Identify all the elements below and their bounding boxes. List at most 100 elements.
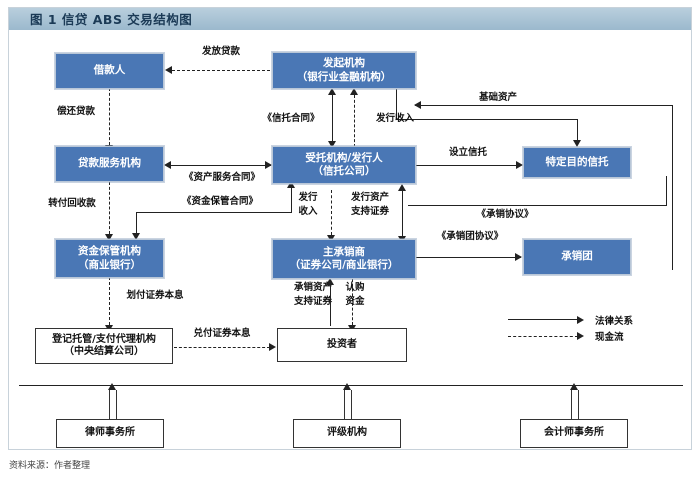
arrow-issue-income-top <box>349 88 358 95</box>
edge-asset-service <box>171 165 271 167</box>
label-redeem-principal: 兑付证券本息 <box>193 328 251 339</box>
node-trustee[interactable]: 受托机构/发行人 （信托公司） <box>272 146 416 184</box>
arrow-subscription-funds <box>326 278 335 285</box>
label-issue-abs-1: 发行资产 <box>350 192 389 203</box>
edge-issue-income-top <box>354 95 355 147</box>
node-special-purpose-trust[interactable]: 特定目的信托 <box>523 147 631 178</box>
label-issue-abs-2: 支持证券 <box>350 206 389 217</box>
arrow-set-up-trust <box>516 160 523 169</box>
arrow-trust-contract-down <box>328 141 337 148</box>
legend-solid-label: 法律关系 <box>595 316 634 327</box>
label-asset-service: 《资产服务合同》 <box>183 172 260 183</box>
label-subscription-1: 认购 <box>345 282 365 293</box>
node-spt-line1: 特定目的信托 <box>545 155 609 168</box>
arrow-originator-to-spt <box>572 140 581 147</box>
arrow-basic-assets <box>414 100 421 109</box>
node-rating-line1: 评级机构 <box>327 427 367 439</box>
arrow-asset-service-r <box>265 160 272 169</box>
label-pay-principal: 划付证券本息 <box>126 290 184 301</box>
edge-fund-custody-v1 <box>291 188 293 213</box>
label-syndicate-agreement: 《承销团协议》 <box>436 231 504 242</box>
node-investor-line1: 投资者 <box>327 338 357 350</box>
advisor-bus-line <box>19 385 683 387</box>
edge-basic-assets-v1 <box>671 105 673 270</box>
node-law-firm-line1: 律师事务所 <box>85 427 135 439</box>
arrow-transfer-recovery <box>104 234 113 241</box>
arrow-asset-service-l <box>164 160 171 169</box>
label-trust-contract: 《信托合同》 <box>262 113 320 124</box>
edge-transfer-recovery <box>109 182 110 234</box>
edge-subscription-funds <box>330 284 332 326</box>
edge-underwriting-v1 <box>665 176 667 206</box>
label-issue-income-lower-2: 收入 <box>298 206 318 217</box>
label-issue-income-lower-1: 发行 <box>298 192 318 203</box>
node-servicer[interactable]: 贷款服务机构 <box>55 146 164 182</box>
label-basic-assets: 基础资产 <box>478 92 517 103</box>
node-lead-underwriter[interactable]: 主承销商 （证券公司/商业银行） <box>272 239 416 279</box>
node-registrar[interactable]: 登记托管/支付代理机构 （中央结算公司） <box>35 328 173 364</box>
node-syndicate-line1: 承销团 <box>561 250 593 263</box>
arrow-fund-custody-down <box>132 233 141 240</box>
node-accounting-firm[interactable]: 会计师事务所 <box>520 419 628 448</box>
label-transfer-recovery: 转付回收款 <box>48 198 96 209</box>
edge-basic-assets-h1 <box>415 105 673 107</box>
legend-solid-arrow <box>577 315 584 324</box>
edge-originator-to-spt-h1 <box>396 119 578 121</box>
edge-trust-contract <box>332 95 334 143</box>
edge-issue-income-lower <box>331 190 332 235</box>
edge-repay-loan <box>109 88 110 145</box>
arrow-trust-contract-up <box>328 88 337 95</box>
legend-solid-line <box>508 319 578 321</box>
source-note: 资料来源：作者整理 <box>9 461 91 471</box>
arrow-advisor-accounting <box>569 383 578 390</box>
node-rating-agency[interactable]: 评级机构 <box>293 419 401 448</box>
node-syndicate[interactable]: 承销团 <box>523 239 631 275</box>
legend-dashed-line <box>508 336 578 337</box>
edge-originator-to-spt-v1 <box>396 88 398 120</box>
node-borrower[interactable]: 借款人 <box>55 53 164 89</box>
arrow-disburse-loan <box>165 65 172 74</box>
edge-underwrite-abs <box>352 279 353 325</box>
edge-fund-custody-v2 <box>136 212 138 233</box>
arrow-issue-income-lower <box>326 235 335 242</box>
label-underwrite-abs-2: 支持证券 <box>293 296 332 307</box>
edge-issue-abs <box>402 190 404 238</box>
edge-pay-principal <box>109 277 110 325</box>
node-originator[interactable]: 发起机构 （银行业金融机构） <box>272 52 416 89</box>
node-law-firm[interactable]: 律师事务所 <box>56 419 164 448</box>
label-subscription-2: 资金 <box>345 296 365 307</box>
figure-header-bar <box>9 8 691 30</box>
node-registrar-line1: 登记托管/支付代理机构 <box>52 333 156 345</box>
legend-dashed-label: 现金流 <box>595 332 624 343</box>
arrow-advisor-rating <box>342 383 351 390</box>
node-custodian-line1: 资金保管机构 <box>78 245 141 258</box>
edge-underwriting-h1 <box>408 205 667 207</box>
node-servicer-line1: 贷款服务机构 <box>78 157 141 170</box>
node-custodian-line2: （商业银行） <box>78 258 141 271</box>
node-originator-line2: （银行业金融机构） <box>296 70 392 83</box>
edge-fund-custody-h1 <box>136 212 292 214</box>
label-set-up-trust: 设立信托 <box>448 147 487 158</box>
arrow-syndicate-r <box>515 252 522 261</box>
node-investor[interactable]: 投资者 <box>277 328 407 362</box>
label-fund-custody: 《资金保管合同》 <box>181 196 258 207</box>
node-trustee-line2: （信托公司） <box>312 165 376 177</box>
node-accounting-line1: 会计师事务所 <box>544 427 604 439</box>
node-underwriter-line2: （证券公司/商业银行） <box>289 259 399 271</box>
label-disburse-loan: 发放贷款 <box>201 46 240 57</box>
label-underwriting-agreement: 《承销协议》 <box>476 209 534 220</box>
edge-disburse-loan <box>172 70 270 71</box>
node-fund-custodian[interactable]: 资金保管机构 （商业银行） <box>55 239 164 278</box>
advisor-connector-rating <box>344 390 352 419</box>
arrow-issue-abs-up <box>398 184 407 191</box>
edge-syndicate-agreement <box>415 257 521 259</box>
label-issue-income-top: 发行收入 <box>375 113 414 124</box>
arrow-fund-custody-up <box>287 181 296 188</box>
label-underwrite-abs-1: 承销资产 <box>293 282 332 293</box>
figure-title: 图 1 信贷 ABS 交易结构图 <box>30 12 193 27</box>
advisor-connector-accounting <box>571 390 579 419</box>
edge-set-up-trust <box>415 165 516 167</box>
legend-dashed-arrow <box>577 331 584 340</box>
edge-originator-to-spt-v2 <box>576 119 578 140</box>
node-registrar-line2: （中央结算公司） <box>64 346 144 357</box>
